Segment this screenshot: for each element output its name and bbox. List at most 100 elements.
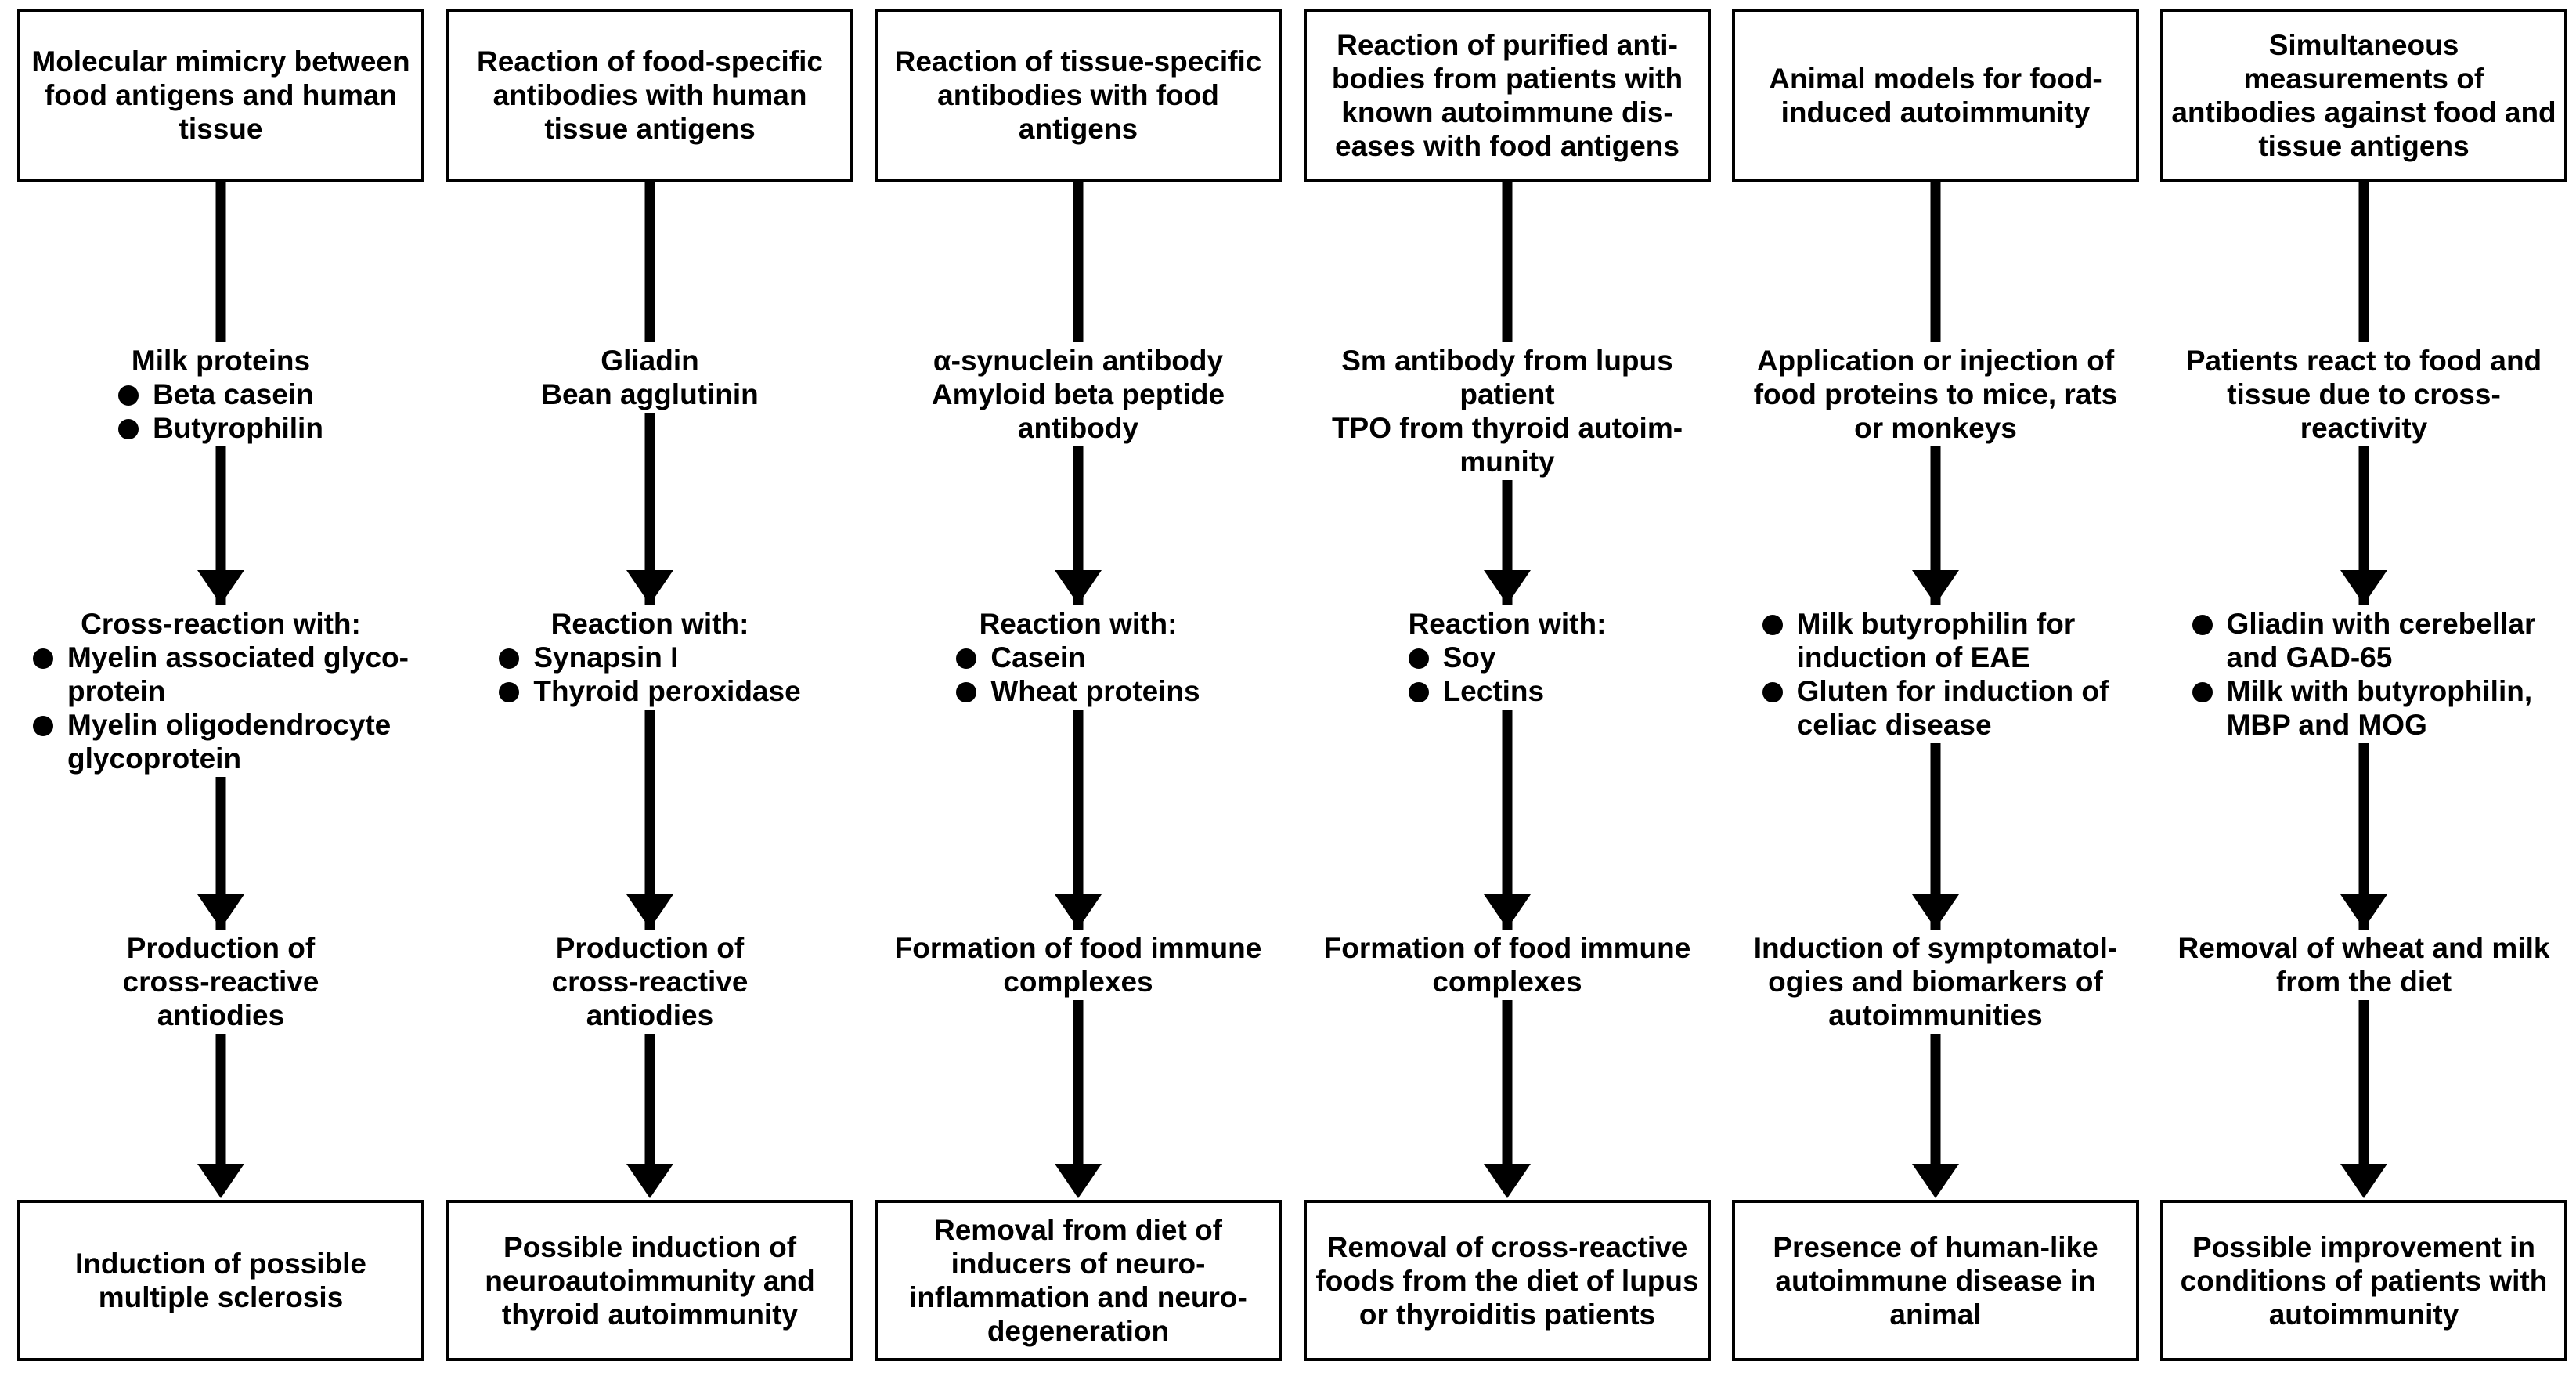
- bullet-text: Myelin oligodendrocyte: [67, 709, 391, 741]
- footer-text-col2: Possible induction of neuroautoimmunity …: [485, 1230, 815, 1331]
- bullet-text: Casein: [990, 641, 1086, 674]
- step1-line: α-synuclein antibody: [933, 345, 1224, 377]
- arrowhead-col1-2: [197, 894, 244, 929]
- step1-line: Milk proteins: [131, 345, 311, 377]
- step2-line: Reaction with:: [1408, 608, 1607, 640]
- bullet-icon: [956, 682, 977, 702]
- step3-line: autoimmunities: [1828, 999, 2043, 1031]
- step3-line: Induction of symptomatol-: [1753, 932, 2118, 964]
- step2-line: Reaction with:: [979, 608, 1178, 640]
- footer-box-col1: Induction of possible multiple sclerosis: [17, 1200, 424, 1361]
- arrowhead-col3-2: [1055, 894, 1102, 929]
- footer-box-col3: Removal from diet of inducers of neuro-i…: [875, 1200, 1282, 1361]
- bullet-text-continued: induction of EAE: [1796, 641, 2030, 674]
- step3-label-col5: Induction of symptomatol-ogies and bioma…: [1732, 930, 2139, 1034]
- step1-line: food proteins to mice, rats: [1753, 378, 2118, 410]
- bullet-item: Myelin associated glyco-protein: [33, 641, 409, 708]
- step2-line: Cross-reaction with:: [81, 608, 361, 640]
- bullet-text: Wheat proteins: [990, 675, 1200, 707]
- arrowhead-col1-3: [197, 1164, 244, 1198]
- bullet-text: Thyroid peroxidase: [533, 675, 801, 707]
- step2-label-col1: Cross-reaction with:Myelin associated gl…: [17, 605, 424, 777]
- bullet-icon: [1408, 682, 1429, 702]
- step3-text-block-col5: Induction of symptomatol-ogies and bioma…: [1747, 930, 2124, 1034]
- step2-line: Reaction with:: [550, 608, 749, 640]
- header-box-col4: Reaction of purified anti-bodies from pa…: [1304, 9, 1711, 182]
- header-text-col4: Reaction of purified anti-bodies from pa…: [1331, 28, 1683, 162]
- arrowhead-col2-3: [626, 1164, 673, 1198]
- step3-line: antiodies: [157, 999, 285, 1031]
- bullet-icon: [118, 419, 139, 439]
- header-text-col5: Animal models for food-induced autoimmun…: [1769, 62, 2102, 128]
- footer-box-col4: Removal of cross-reactive foods from the…: [1304, 1200, 1711, 1361]
- bullet-item: Casein: [956, 641, 1200, 674]
- step3-line: ogies and biomarkers of: [1768, 966, 2103, 998]
- step1-line: reactivity: [2300, 412, 2428, 444]
- step1-line: Bean agglutinin: [541, 378, 759, 410]
- footer-box-col6: Possible improvement in conditions of pa…: [2160, 1200, 2567, 1361]
- arrowhead-col5-1: [1912, 570, 1959, 605]
- step1-line: patient: [1459, 378, 1555, 410]
- arrowhead-col2-1: [626, 570, 673, 605]
- bullet-item: Soy: [1408, 641, 1607, 674]
- header-text-col2: Reaction of food-specific antibodies wit…: [477, 45, 823, 145]
- bullet-icon: [1408, 648, 1429, 669]
- bullet-text: Lectins: [1442, 675, 1545, 707]
- bullet-text: Gluten for induction of: [1796, 675, 2109, 707]
- bullet-icon: [2192, 682, 2213, 702]
- arrowhead-col4-2: [1484, 894, 1531, 929]
- bullet-text-continued: protein: [67, 675, 166, 707]
- step3-line: antiodies: [586, 999, 714, 1031]
- bullet-text: Butyrophilin: [153, 412, 323, 444]
- header-box-col3: Reaction of tissue-specific antibodies w…: [875, 9, 1282, 182]
- footer-box-col2: Possible induction of neuroautoimmunity …: [446, 1200, 853, 1361]
- bullet-text: Soy: [1442, 641, 1496, 674]
- bullet-text: Myelin associated glyco-: [67, 641, 409, 674]
- header-box-col5: Animal models for food-induced autoimmun…: [1732, 9, 2139, 182]
- step1-line: Sm antibody from lupus: [1341, 345, 1673, 377]
- bullet-text: Gliadin with cerebellar: [2226, 608, 2536, 640]
- header-box-col1: Molecular mimicry between food antigens …: [17, 9, 424, 182]
- bullet-item: Wheat proteins: [956, 674, 1200, 708]
- footer-text-col1: Induction of possible multiple sclerosis: [74, 1248, 367, 1313]
- header-box-col6: Simultaneous measurements of antibodies …: [2160, 9, 2567, 182]
- bullet-icon: [499, 648, 520, 669]
- bullet-text: Milk butyrophilin for: [1796, 608, 2076, 640]
- step3-line: Formation of food immune: [1323, 932, 1691, 964]
- bullet-text-continued: glycoprotein: [67, 742, 242, 775]
- bullet-item: Thyroid peroxidase: [499, 674, 801, 708]
- step3-line: Removal of wheat and milk: [2177, 932, 2550, 964]
- arrowhead-col6-2: [2340, 894, 2387, 929]
- step3-line: Formation of food immune: [894, 932, 1262, 964]
- bullet-item: Milk with butyrophilin,MBP and MOG: [2192, 674, 2536, 742]
- bullet-text: Beta casein: [153, 378, 314, 410]
- header-box-col2: Reaction of food-specific antibodies wit…: [446, 9, 853, 182]
- bullet-item: Lectins: [1408, 674, 1607, 708]
- arrowhead-col2-2: [626, 894, 673, 929]
- footer-text-col4: Removal of cross-reactive foods from the…: [1315, 1230, 1699, 1331]
- step1-line: Gliadin: [601, 345, 699, 377]
- arrowhead-col6-1: [2340, 570, 2387, 605]
- footer-box-col5: Presence of human-like autoimmune diseas…: [1732, 1200, 2139, 1361]
- step3-line: cross-reactive: [122, 966, 319, 998]
